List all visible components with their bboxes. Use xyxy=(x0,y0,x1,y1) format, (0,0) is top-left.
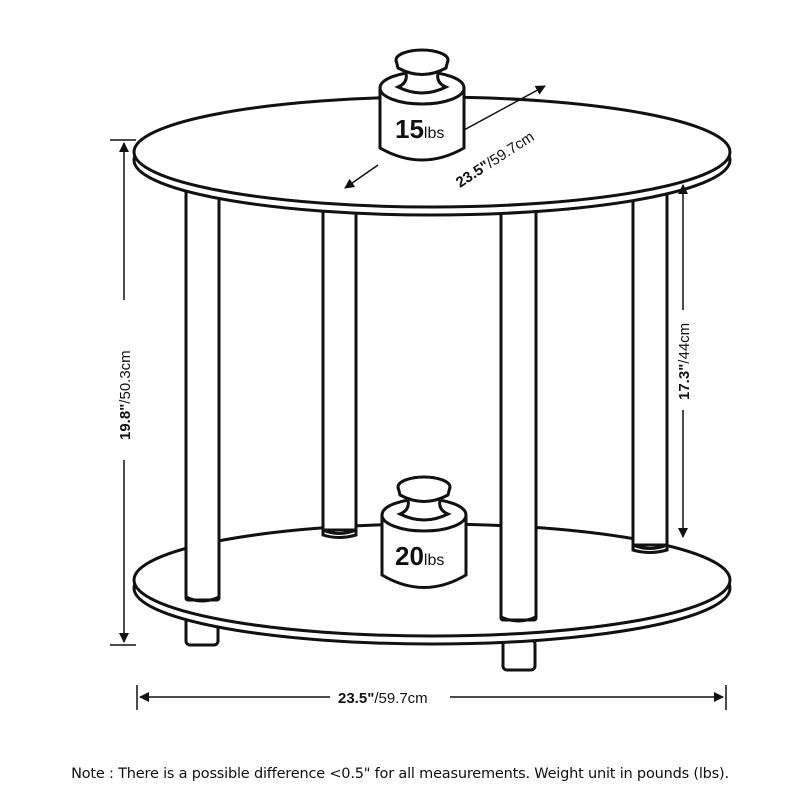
leg-front-right xyxy=(499,193,538,622)
dimension-width-bottom xyxy=(136,685,727,710)
leg-front-left xyxy=(184,178,221,602)
dimension-overall-height xyxy=(110,139,136,646)
foot-front xyxy=(501,638,537,672)
shelf-gap-label: 17.3"/44cm xyxy=(676,323,693,400)
overall-height-label: 19.8"/50.3cm xyxy=(117,350,134,440)
weight-bottom-label: 20lbs xyxy=(395,541,444,571)
weight-top-label: 15lbs xyxy=(395,114,444,144)
weight-20lbs xyxy=(380,475,468,589)
width-bottom-label: 23.5"/59.7cm xyxy=(338,690,428,707)
dimension-diameter-top xyxy=(344,85,546,189)
weight-15lbs xyxy=(378,48,466,162)
measurement-note: Note : There is a possible difference <0… xyxy=(71,766,729,782)
